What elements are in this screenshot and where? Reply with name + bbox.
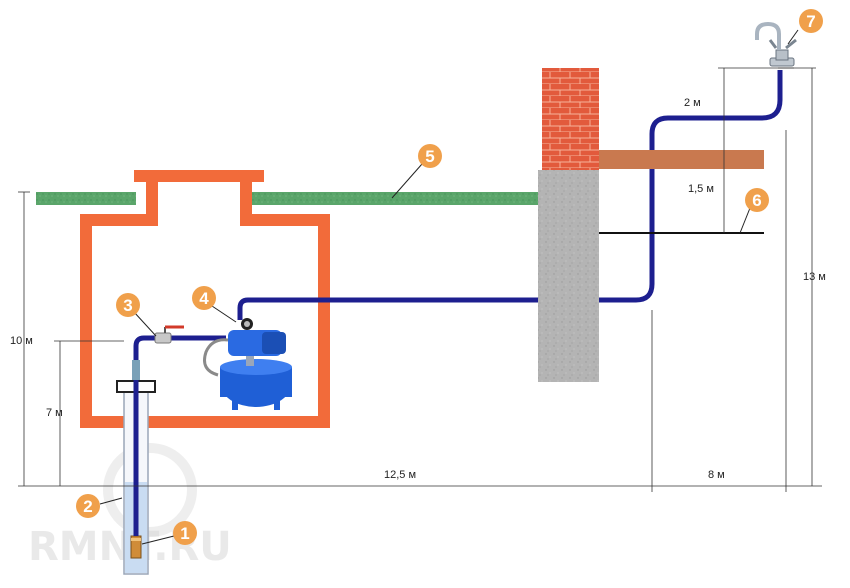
- dimension-2m: 2 м: [684, 97, 701, 109]
- floor-slab: [599, 150, 764, 169]
- submersible-pump-icon: [130, 535, 142, 559]
- badge-4: 4: [192, 286, 216, 310]
- house-foundation: [538, 170, 599, 382]
- pipe-house-line: [237, 70, 783, 320]
- ground-surface-right: [252, 192, 539, 205]
- dimension-10m: 10 м: [10, 335, 33, 347]
- badge-7: 7: [799, 9, 823, 33]
- badge-3: 3: [116, 293, 140, 317]
- svg-text:4: 4: [199, 289, 209, 308]
- dimension-1-5m: 1,5 м: [688, 183, 714, 195]
- dimension-7m: 7 м: [46, 407, 63, 419]
- ball-valve-icon: [154, 325, 184, 344]
- svg-text:1: 1: [180, 524, 189, 543]
- dimension-lines: [18, 67, 822, 492]
- svg-text:7: 7: [806, 12, 815, 31]
- pump-icon: [203, 318, 292, 410]
- badge-leaders: [99, 29, 799, 545]
- svg-text:3: 3: [123, 296, 132, 315]
- badge-2: 2: [76, 494, 100, 518]
- ground-surface: [36, 192, 136, 205]
- dimension-8m: 8 м: [708, 469, 725, 481]
- house-brick-wall: [542, 68, 599, 170]
- badge-5: 5: [418, 144, 442, 168]
- badge-1: 1: [173, 521, 197, 545]
- svg-text:2: 2: [83, 497, 92, 516]
- pipe-fitting: [132, 360, 140, 380]
- dimension-12-5m: 12,5 м: [384, 469, 416, 481]
- pipe-to-pump: [133, 335, 226, 347]
- svg-text:6: 6: [752, 191, 761, 210]
- dimension-13m: 13 м: [803, 271, 826, 283]
- badge-6: 6: [745, 188, 769, 212]
- svg-text:5: 5: [425, 147, 434, 166]
- faucet-icon: [755, 21, 797, 67]
